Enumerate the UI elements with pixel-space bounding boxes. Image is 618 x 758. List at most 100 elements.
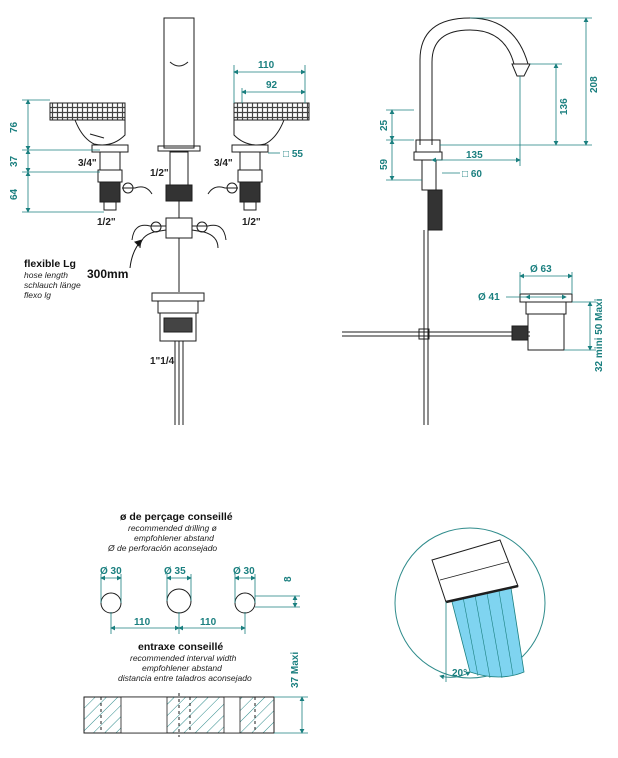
thread-12-center: 1/2" (150, 168, 169, 179)
right-valve (237, 169, 263, 183)
interval-dimension-lines (274, 696, 308, 734)
deck-gap-left (120, 696, 168, 734)
hose-label-en: hose length (24, 270, 68, 280)
hose-left (131, 224, 166, 241)
interval-label-es: distancia entre taladros aconsejado (118, 673, 252, 683)
dim-square-base: □ 55 (283, 149, 303, 160)
spray-angle: 20° (452, 668, 467, 679)
hose-right-nut (196, 221, 208, 233)
hose-label-de: schlauch länge (24, 280, 81, 290)
thread-34-right: 3/4" (214, 158, 233, 169)
side-valve (427, 189, 443, 231)
hose-leader-arrow (134, 239, 143, 247)
hose-label-es: flexo lg (24, 290, 51, 300)
aerator-face (445, 584, 519, 604)
aerator-ring (439, 561, 509, 581)
hose-right (192, 224, 227, 241)
dim-height-25: 25 (379, 119, 390, 131)
waste-neck (157, 300, 199, 314)
side-base-plate (413, 151, 443, 161)
dim-diameter-63: Ø 63 (530, 264, 552, 275)
dim-height-59: 59 (379, 158, 390, 170)
right-valve-nut (239, 181, 261, 203)
waste-flange (151, 292, 205, 302)
deck-gap-right (223, 696, 241, 734)
right-base-plate (231, 144, 269, 153)
dim-height-76: 76 (9, 121, 20, 133)
left-connector (122, 186, 153, 195)
left-handle-body (74, 119, 126, 146)
front-dimension-lines (22, 65, 306, 213)
left-outlet (103, 201, 117, 211)
side-waste-neck (525, 301, 567, 315)
drilling-dimension-lines (100, 574, 300, 634)
spout-outlet (169, 61, 189, 67)
dim-hole-center: Ø 35 (164, 566, 186, 577)
side-waste-body (527, 313, 565, 351)
dim-width-handle: 92 (266, 80, 278, 91)
left-handle-detail (89, 133, 105, 139)
spout-base (157, 145, 201, 152)
spout-nut (165, 184, 193, 202)
side-waste-pivot (511, 325, 529, 341)
dim-hole-right: Ø 30 (233, 566, 255, 577)
dim-spacing-right: 110 (200, 617, 217, 628)
drilling-label-de: empfohlener abstand (134, 533, 214, 543)
hole-right (234, 592, 256, 614)
dim-hole-left: Ø 30 (100, 566, 122, 577)
left-connector-nut (122, 182, 134, 194)
rod-clamp (418, 328, 430, 340)
left-handle-grip (49, 102, 126, 121)
dim-height-64: 64 (9, 188, 20, 200)
left-valve-nut (99, 181, 121, 203)
spout-arc-outer (419, 17, 529, 145)
spray-detail (394, 527, 546, 682)
dim-width-total: 110 (258, 60, 275, 71)
front-view (49, 17, 310, 425)
right-connector (207, 186, 238, 195)
dim-spacing-left: 110 (134, 617, 151, 628)
dim-diameter-41: Ø 41 (478, 292, 500, 303)
dim-height-37: 37 (9, 155, 20, 167)
drilling-title: ø de perçage conseillé (120, 511, 233, 523)
right-connector-nut (226, 182, 238, 194)
drilling-label-es: Ø de perforación aconsejado (107, 543, 217, 553)
dim-height-136: 136 (559, 98, 570, 115)
spout-body (163, 17, 195, 149)
spout-shank (169, 151, 189, 188)
spout-aerator (511, 63, 531, 77)
left-valve (97, 169, 123, 183)
side-shank (421, 159, 437, 191)
dim-square-60: □ 60 (462, 169, 482, 180)
drilling-holes (100, 588, 256, 614)
side-waste-flange (519, 293, 573, 303)
dim-height-208: 208 (589, 76, 600, 93)
dim-deck-range: 32 mini 50 Maxi (594, 298, 605, 372)
hose-right-outer (191, 229, 219, 249)
right-shank (239, 151, 261, 171)
right-handle-grip (233, 102, 310, 121)
tee-connector (165, 217, 193, 239)
waste-nut (163, 317, 193, 333)
interval-title: entraxe conseillé (138, 641, 223, 653)
angle-arc (439, 671, 471, 680)
hose-length-value: 300mm (87, 267, 128, 281)
side-dimension-lines (386, 17, 596, 351)
hose-title: flexible Lg (24, 258, 76, 270)
deck-section (83, 693, 275, 737)
thread-34-left: 3/4" (78, 158, 97, 169)
left-shank (99, 151, 121, 171)
hole-center (166, 588, 192, 614)
deck-plate (83, 696, 275, 734)
interval-label-en: recommended interval width (130, 653, 237, 663)
side-view (342, 17, 573, 425)
left-base-plate (91, 144, 129, 153)
thread-12-lower-right: 1/2" (242, 217, 261, 228)
spout-arc-inner (431, 29, 515, 145)
dim-reach-135: 135 (466, 150, 483, 161)
waste-body (159, 312, 197, 342)
drilling-label-en: recommended drilling ø (128, 523, 217, 533)
right-handle-body (233, 119, 285, 146)
